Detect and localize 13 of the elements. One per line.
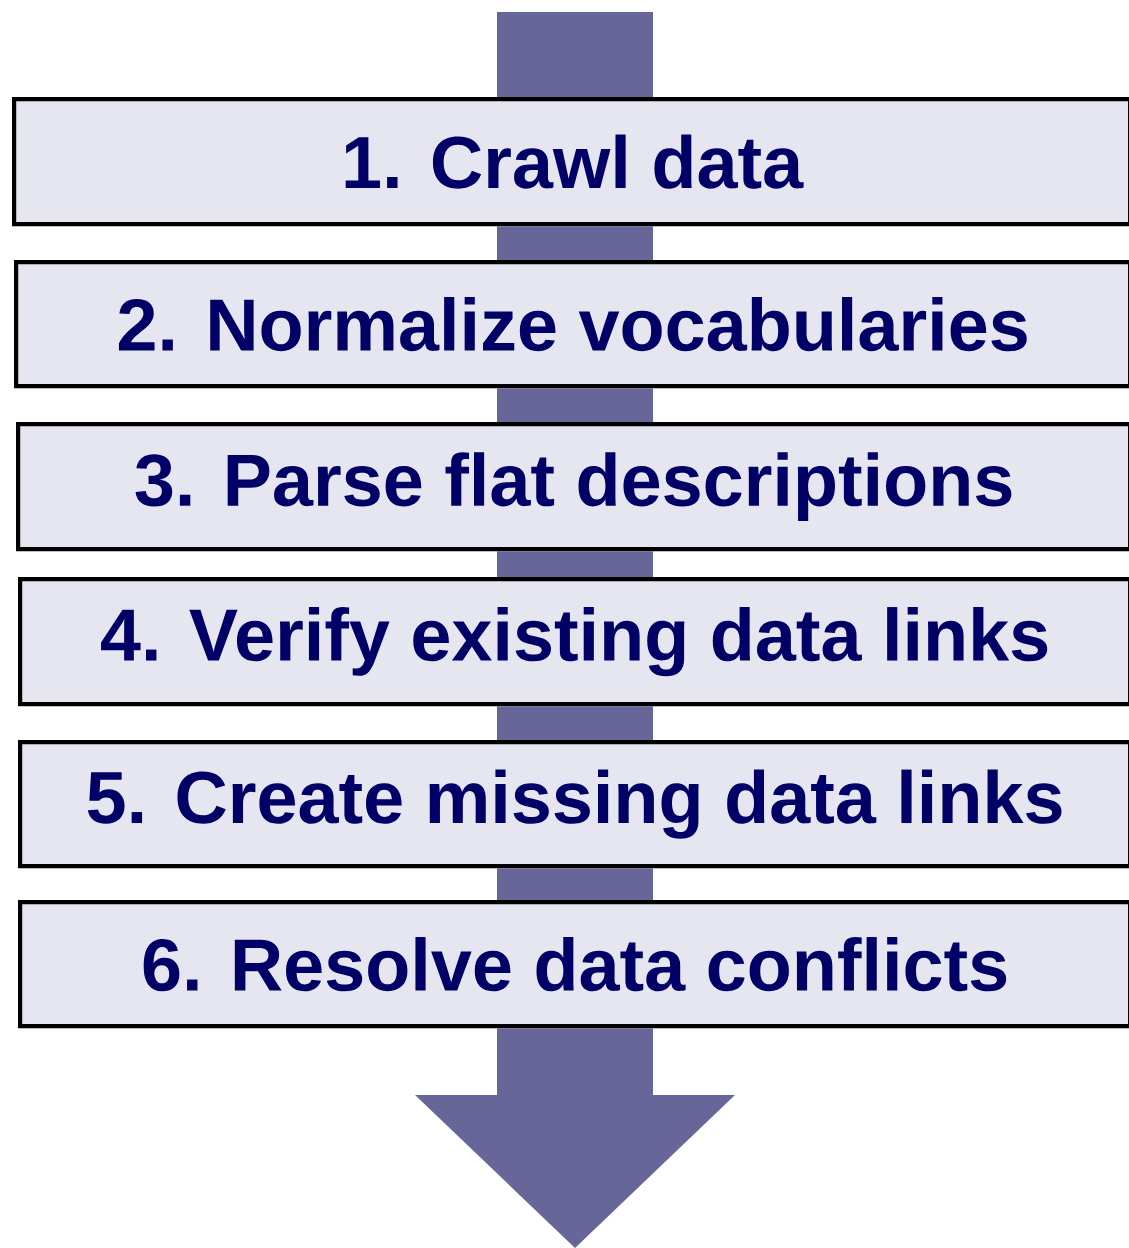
arrow [497,226,653,260]
arrow [497,388,653,422]
step-box: 6. Resolve data conflicts [18,900,1129,1029]
arrow [497,12,653,97]
arrow [415,1028,735,1248]
arrow [497,551,653,577]
step-box: 1. Crawl data [12,97,1129,227]
step-box: 3. Parse flat descriptions [16,422,1129,552]
arrow [497,706,653,740]
step-box: 2. Normalize vocabularies [14,260,1129,389]
step-box: 5. Create missing data links [18,740,1129,869]
step-box: 4. Verify existing data links [18,577,1129,707]
arrow [497,868,653,900]
